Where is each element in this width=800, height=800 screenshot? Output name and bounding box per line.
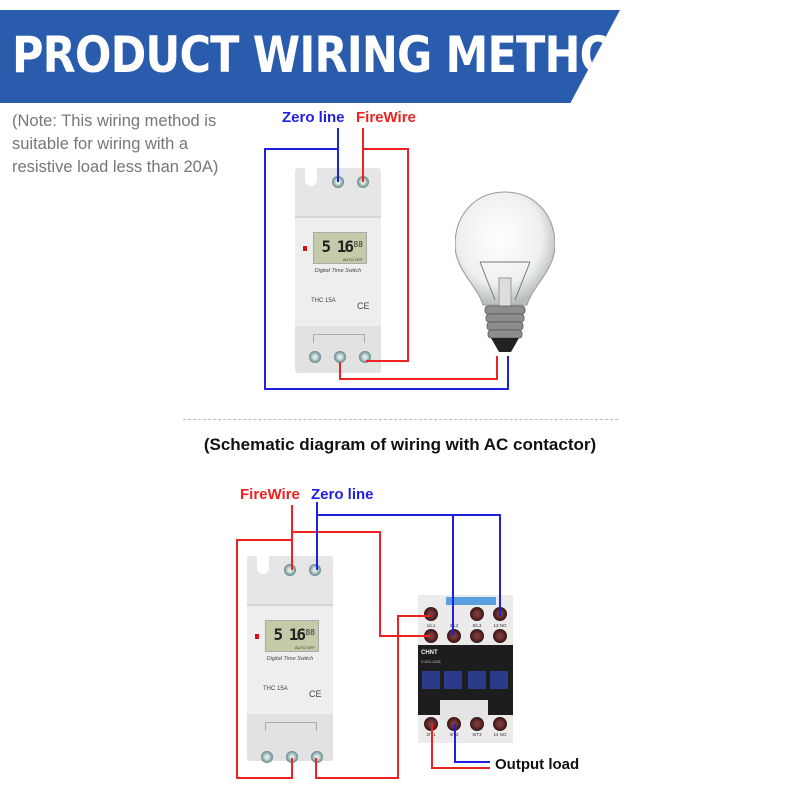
zero-line-label-top: Zero line	[282, 109, 345, 126]
switch-symbol	[265, 722, 317, 731]
device-model: THC 15A	[263, 686, 288, 692]
digital-time-switch-bottom: 5 16 88 AUTO OFF Digital Time Switch THC…	[247, 556, 333, 763]
firewire-label-top: FireWire	[356, 109, 416, 126]
coil-terminal-a2	[493, 607, 507, 621]
switch-symbol	[313, 334, 365, 343]
terminal-5	[261, 751, 273, 763]
contactor-diagram-title: (Schematic diagram of wiring with AC con…	[203, 435, 597, 454]
terminal-6-t3	[470, 717, 484, 731]
light-bulb-icon	[455, 191, 555, 352]
contactor-brand: CHNT	[421, 650, 438, 656]
coil-terminal-a1	[424, 607, 438, 621]
led-indicator	[255, 634, 259, 639]
terminal-3	[359, 351, 371, 363]
wiring-note: (Note: This wiring method is suitable fo…	[12, 112, 219, 176]
terminal-label: 4/T2	[449, 732, 459, 737]
terminal-5-l3	[470, 629, 484, 643]
ac-contactor: 1/L1 3/L2 5/L3 13 NO CHNT CJX2-1201 2/T1…	[418, 595, 513, 748]
page-title: PRODUCT WIRING METHOD	[12, 26, 651, 84]
contactor-model: CJX2-1201	[421, 659, 442, 664]
terminal-label: 13 NO	[493, 623, 507, 628]
device-name: Digital Time Switch	[314, 268, 362, 274]
terminal-2	[357, 176, 369, 188]
terminal-1	[332, 176, 344, 188]
terminal-blank	[470, 607, 484, 621]
section-divider	[183, 419, 618, 420]
ce-mark: CE	[357, 301, 370, 311]
title-banner: PRODUCT WIRING METHOD	[0, 10, 620, 103]
terminal-label: 3/L2	[449, 623, 459, 628]
led-indicator	[303, 246, 307, 251]
terminal-label: 1/L1	[426, 623, 436, 628]
lcd-display: 5 16 88 AUTO OFF	[265, 620, 319, 652]
terminal-label: 6/T3	[472, 732, 482, 737]
terminal-14-no	[493, 717, 507, 731]
terminal-5	[309, 351, 321, 363]
firewire-label-bottom: FireWire	[240, 486, 300, 503]
output-load-label: Output load	[495, 756, 580, 773]
terminal-2-t1	[424, 717, 438, 731]
zero-line-label-bottom: Zero line	[311, 486, 374, 503]
terminal-2	[309, 564, 321, 576]
terminal-3-to-coil	[315, 615, 430, 779]
terminal-label: 2/T1	[426, 732, 436, 737]
terminal-1	[284, 564, 296, 576]
terminal-label: 5/L3	[472, 623, 482, 628]
terminal-4-t2	[447, 717, 461, 731]
device-model: THC 15A	[311, 298, 336, 304]
digital-time-switch-top: 5 16 88 AUTO OFF Digital Time Switch THC…	[295, 168, 381, 373]
terminal-4	[334, 351, 346, 363]
terminal-4	[286, 751, 298, 763]
terminal-1-l1	[424, 629, 438, 643]
terminal-3	[311, 751, 323, 763]
lcd-display: 5 16 88 AUTO OFF	[313, 232, 367, 264]
terminal-13-no	[493, 629, 507, 643]
terminal-3-l2	[447, 629, 461, 643]
ce-mark: CE	[309, 689, 322, 699]
device-name: Digital Time Switch	[266, 656, 314, 662]
terminal-label: 14 NO	[493, 732, 507, 737]
